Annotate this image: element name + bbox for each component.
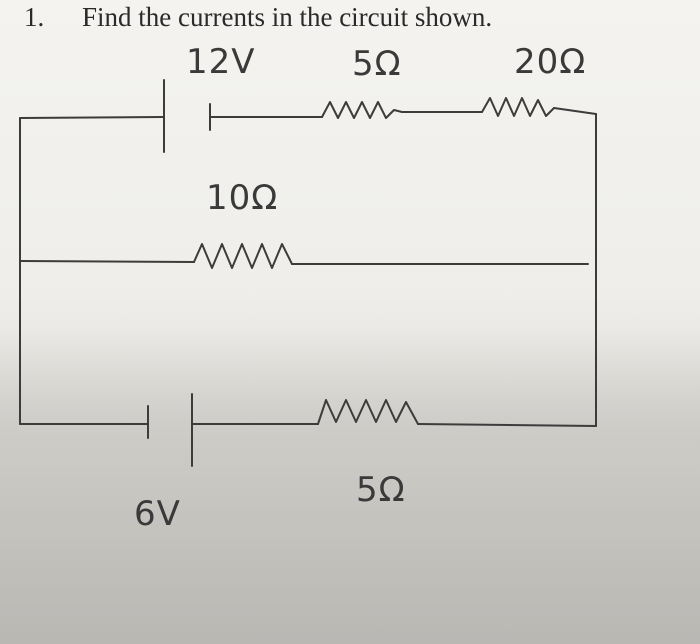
resistor-top-right-symbol [481, 97, 555, 117]
resistor-bottom-symbol [317, 399, 419, 425]
problem-statement: 1. Find the currents in the circuit shown… [24, 2, 492, 33]
bottom-wire-right [417, 423, 597, 427]
resistor-top-left-label: 5Ω [352, 44, 402, 84]
top-wire-left [19, 116, 165, 119]
resistor-bottom-label: 5Ω [356, 470, 406, 510]
resistor-top-right-label: 20Ω [514, 42, 587, 82]
middle-wire-left [19, 260, 195, 263]
battery-top-label: 12V [186, 42, 256, 82]
resistor-top-left-symbol [321, 101, 403, 119]
battery-bottom-label: 6V [134, 494, 181, 534]
resistor-middle-label: 10Ω [206, 178, 279, 218]
top-wire-right [553, 107, 597, 115]
problem-text: Find the currents in the circuit shown. [82, 2, 493, 32]
resistor-middle-symbol [193, 243, 293, 269]
problem-number: 1. [24, 2, 45, 32]
